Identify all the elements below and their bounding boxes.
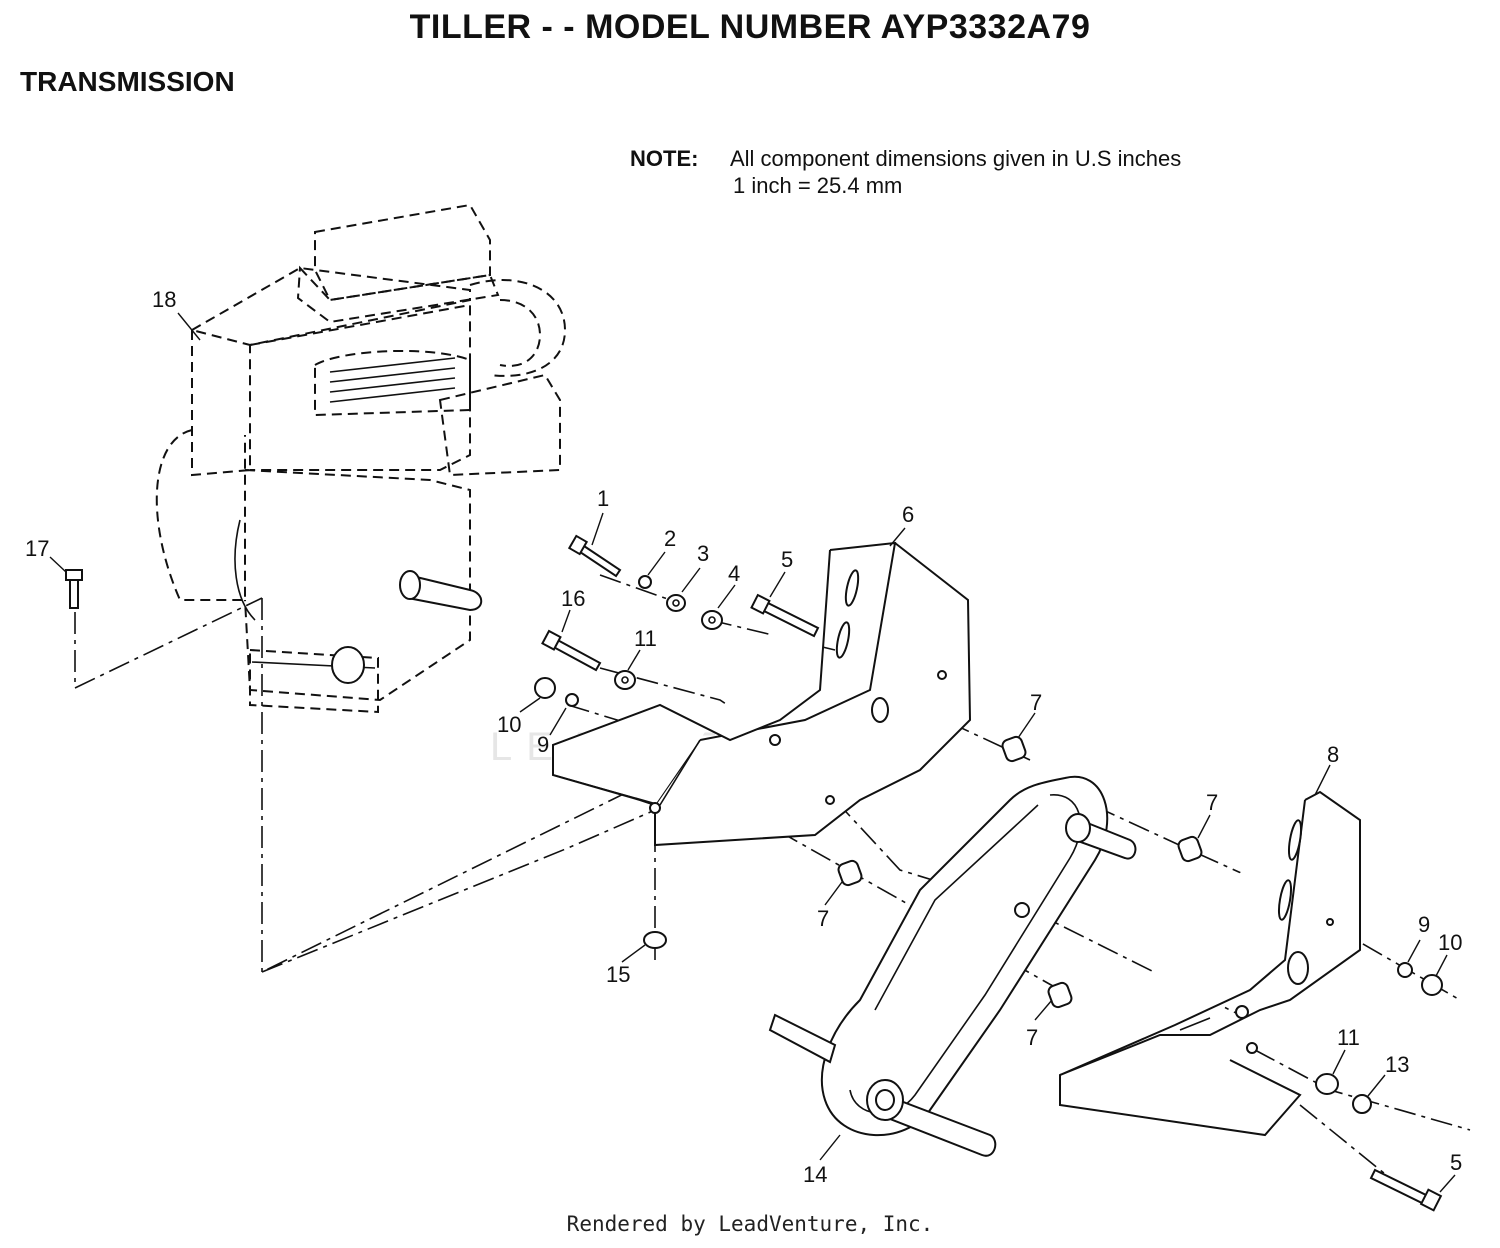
- spacer-7-d: [1047, 981, 1073, 1009]
- nut-15: [643, 931, 667, 949]
- callout-10-left: 10: [497, 712, 521, 737]
- section-heading: TRANSMISSION: [20, 66, 235, 97]
- spacer-7-a: [1001, 735, 1027, 763]
- callout-7-d: 7: [1026, 1025, 1038, 1050]
- callout-7-a: 7: [1030, 690, 1042, 715]
- dimension-note: NOTE: All component dimensions given in U…: [630, 145, 1181, 199]
- bolt-5-lower: [1369, 1168, 1443, 1212]
- callout-7-c: 7: [817, 906, 829, 931]
- bolt-17: [65, 569, 83, 609]
- callout-8: 8: [1327, 742, 1339, 767]
- nut-13: [1352, 1094, 1372, 1114]
- callout-labels: 1 2 3 4 5 6 16 11 10 9 7 7 7 7 8 9 10 11…: [25, 287, 1462, 1187]
- callout-9-right: 9: [1418, 912, 1430, 937]
- spacer-7-b: [1177, 835, 1203, 863]
- callout-9-left: 9: [537, 732, 549, 757]
- washer-11-lower: [1315, 1073, 1339, 1095]
- bolt-16: [541, 629, 602, 672]
- engine-assembly: [155, 203, 567, 714]
- callout-5-upper: 5: [781, 547, 793, 572]
- bolt-1: [567, 534, 622, 578]
- hardware-parts: [65, 534, 1443, 1212]
- washer-9-left: [565, 693, 579, 707]
- washer-2: [638, 575, 652, 589]
- callout-11-upper: 11: [634, 626, 657, 651]
- callout-17: 17: [25, 536, 49, 561]
- note-line-2: 1 inch = 25.4 mm: [733, 173, 903, 198]
- nut-10-left: [534, 677, 556, 699]
- bolt-5-upper: [750, 593, 820, 638]
- callout-4: 4: [728, 561, 740, 586]
- callout-1: 1: [597, 486, 609, 511]
- spacer-7-c: [837, 859, 863, 887]
- washer-3: [666, 594, 686, 612]
- callout-3: 3: [697, 541, 709, 566]
- callout-7-b: 7: [1206, 790, 1218, 815]
- chain-case: [768, 775, 1137, 1157]
- footer-credit: Rendered by LeadVenture, Inc.: [566, 1212, 934, 1236]
- callout-leaders: [49, 312, 1456, 1193]
- washer-4: [701, 610, 723, 630]
- bracket-right: [1059, 790, 1361, 1137]
- nut-10-right: [1421, 974, 1443, 996]
- callout-18: 18: [152, 287, 176, 312]
- note-label: NOTE:: [630, 146, 699, 171]
- callout-10-right: 10: [1438, 930, 1462, 955]
- washer-9-right: [1397, 962, 1413, 978]
- callout-16: 16: [561, 586, 585, 611]
- callout-14: 14: [803, 1162, 827, 1187]
- callout-11-lower: 11: [1337, 1025, 1360, 1050]
- callout-6: 6: [902, 502, 914, 527]
- callout-5-lower: 5: [1450, 1150, 1462, 1175]
- bracket-left: [552, 541, 972, 847]
- note-line-1: All component dimensions given in U.S in…: [730, 146, 1182, 171]
- diagram-title: TILLER - - MODEL NUMBER AYP3332A79: [409, 8, 1091, 46]
- callout-13: 13: [1385, 1052, 1409, 1077]
- washer-11-upper: [614, 670, 636, 690]
- callout-15: 15: [606, 962, 630, 987]
- callout-2: 2: [664, 526, 676, 551]
